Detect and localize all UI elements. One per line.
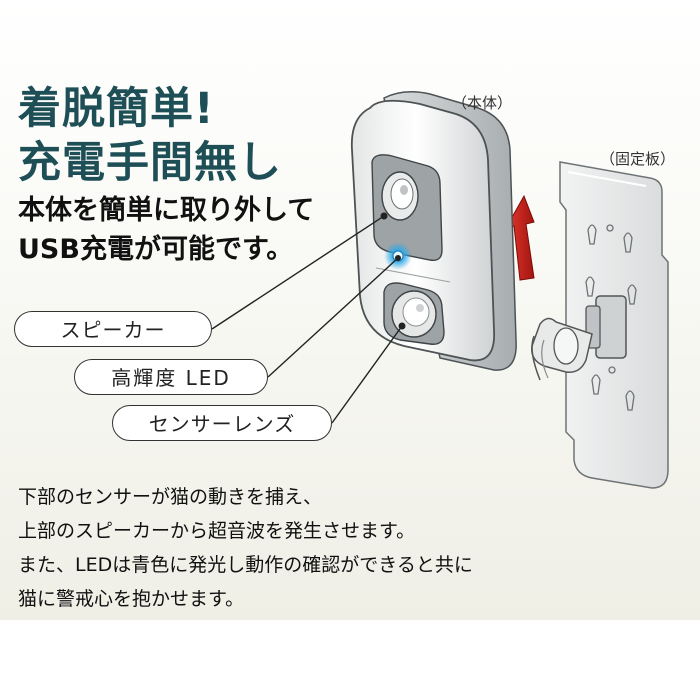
led-callout: 高輝度 LED — [74, 359, 268, 395]
main-unit-label: （本体） — [452, 94, 513, 112]
description-line4: 猫に警戒心を抱かせます。 — [18, 588, 245, 610]
fixing-plate-label: （固定板） — [600, 150, 676, 168]
headline-line1: 着脱簡単! — [18, 84, 215, 134]
description-line2: 上部のスピーカーから超音波を発生させます。 — [18, 520, 416, 542]
description-line3: また、LEDは青色に発光し動作の確認ができると共に — [18, 554, 473, 576]
sensor-lens-callout: センサーレンズ — [112, 405, 332, 441]
leader-lines — [211, 215, 403, 424]
subheadline-line2: USB充電が可能です。 — [18, 234, 294, 265]
mount-clamp — [531, 295, 627, 381]
headline-line2: 充電手間無し — [18, 138, 282, 188]
description-line1: 下部のセンサーが猫の動きを捕え、 — [18, 486, 323, 508]
fixing-plate — [531, 161, 669, 489]
main-unit — [350, 91, 517, 371]
product-illustration — [211, 91, 669, 489]
speaker-callout: スピーカー — [14, 311, 212, 347]
speaker-component — [381, 171, 419, 221]
subheadline-line1: 本体を簡単に取り外して — [18, 195, 315, 226]
